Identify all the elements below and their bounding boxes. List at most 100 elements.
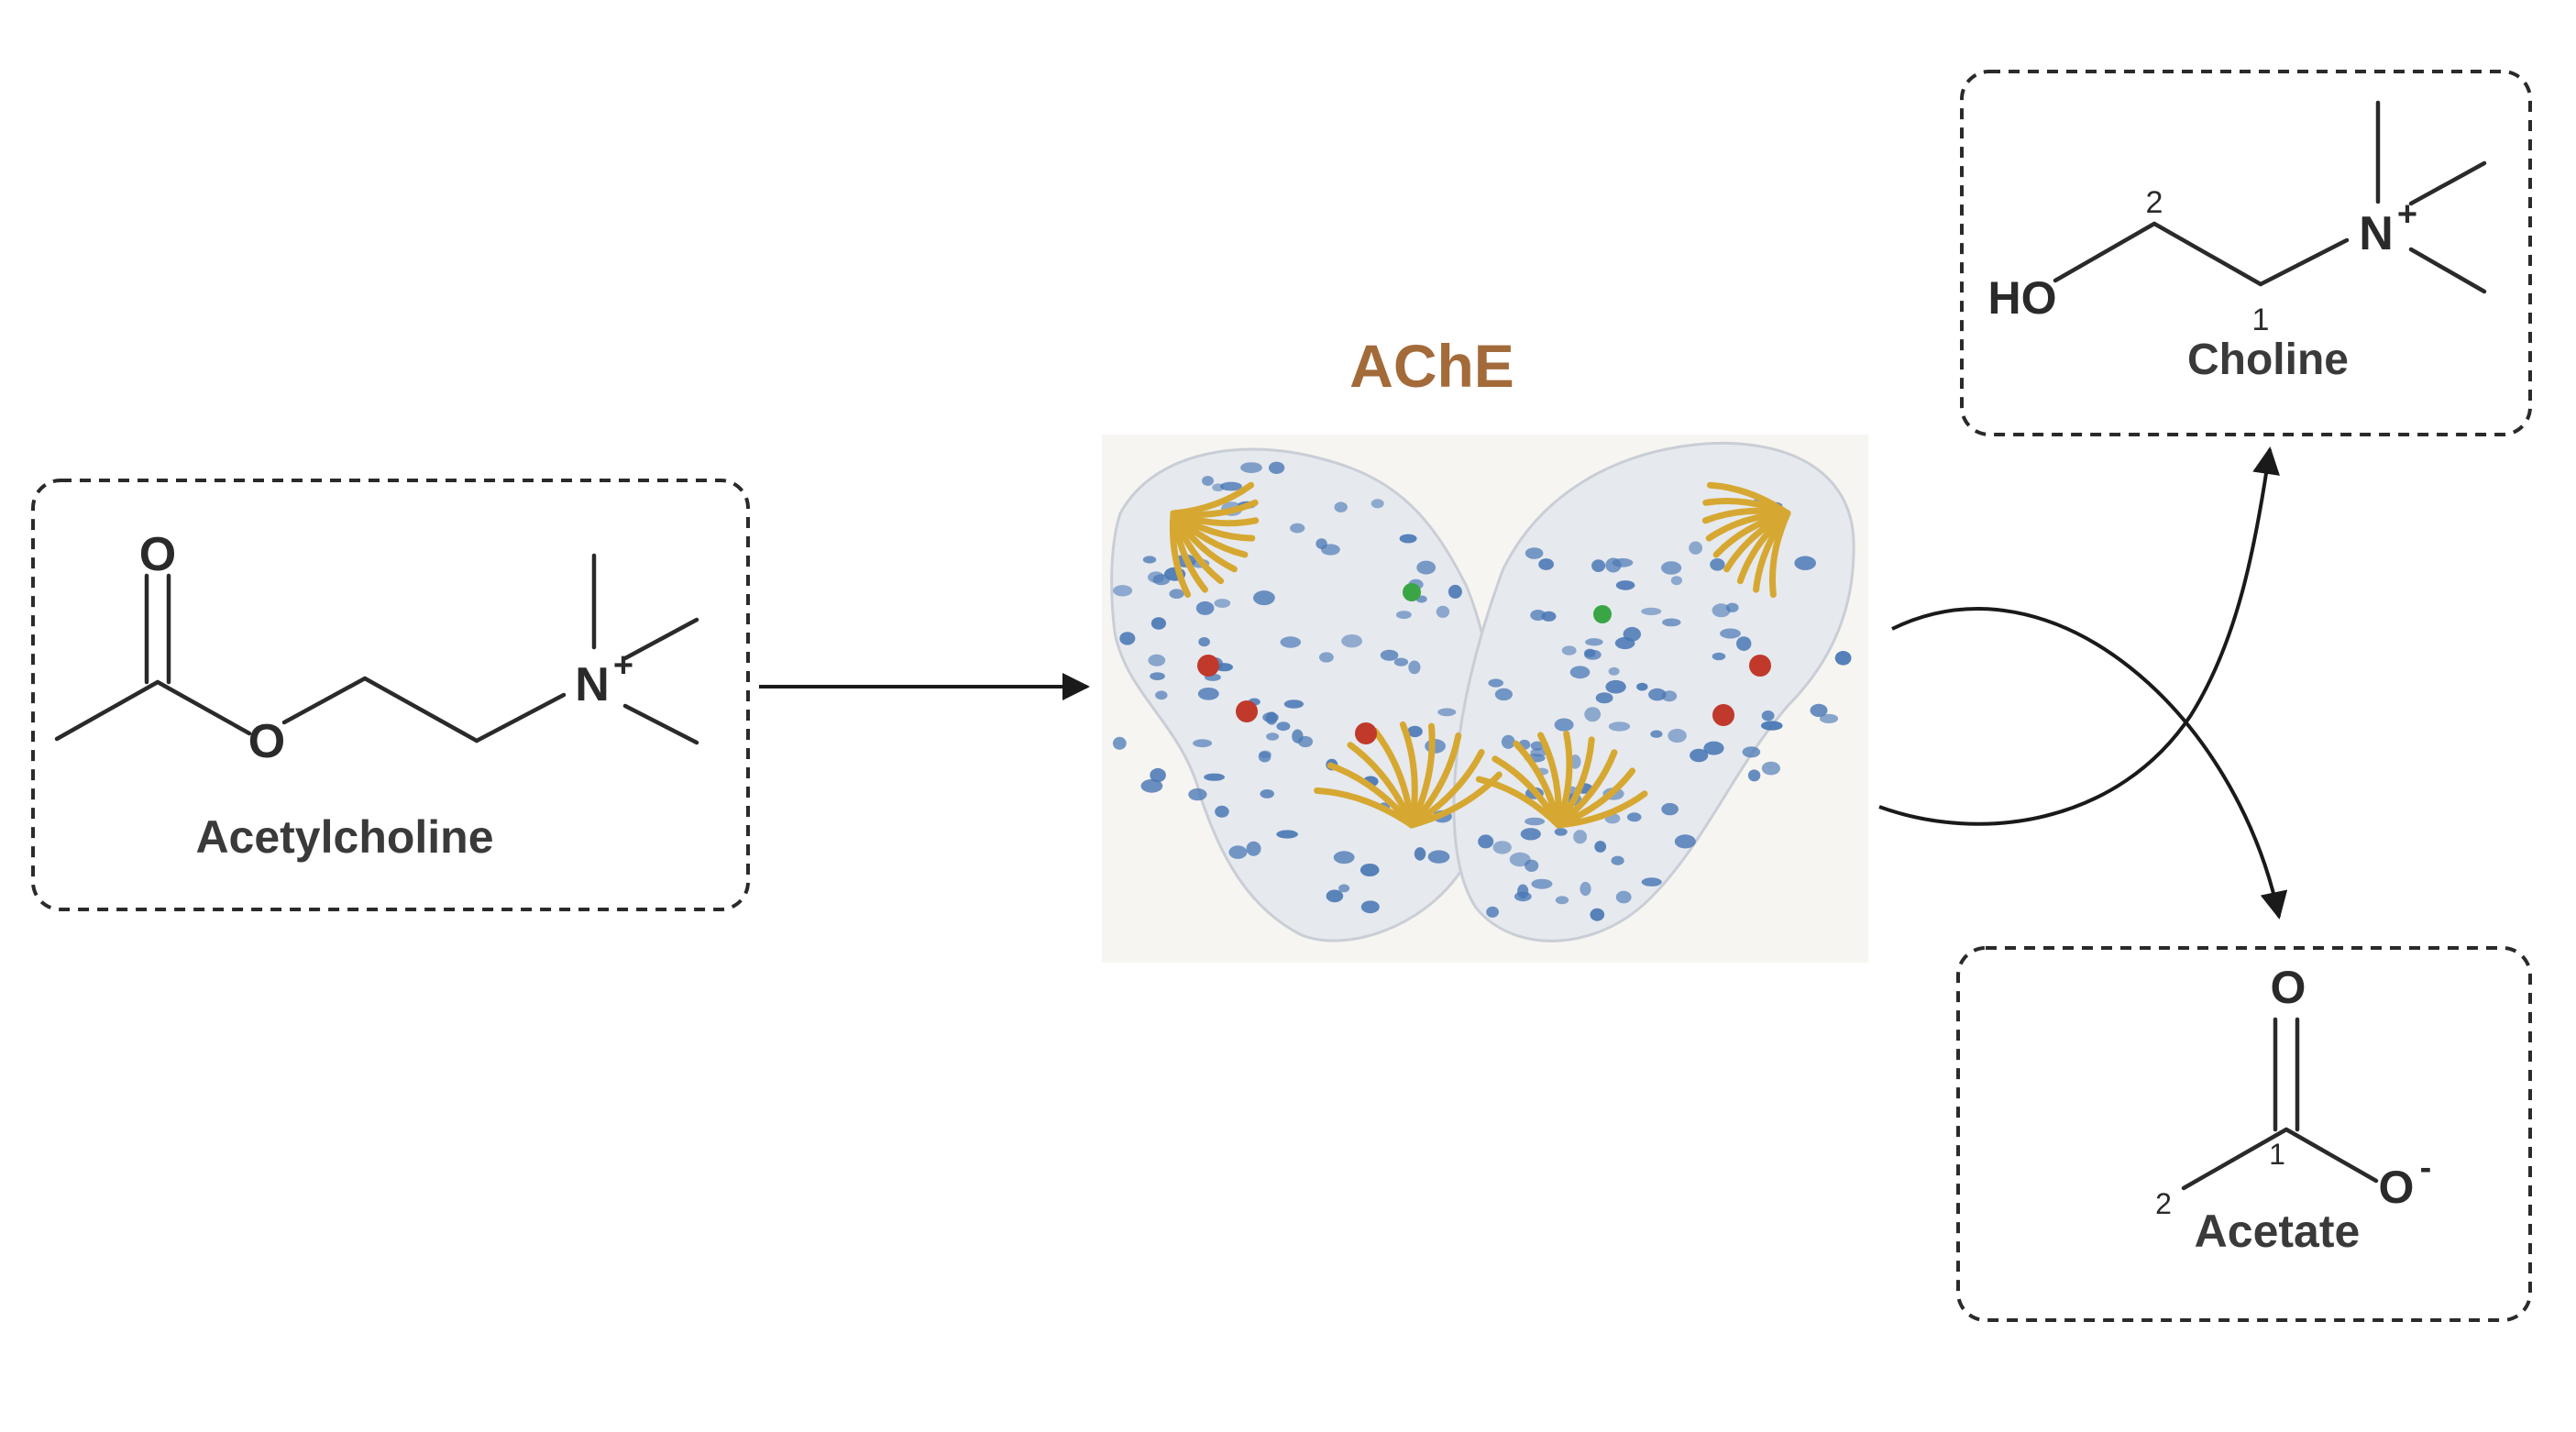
beta-sheet-strand — [1408, 732, 1462, 829]
alpha-helix-segment — [1670, 576, 1682, 586]
alpha-helix-segment — [1380, 649, 1399, 661]
acetylcholine-box — [31, 479, 750, 911]
alpha-helix-segment — [1338, 884, 1350, 893]
beta-sheet-strand — [1555, 790, 1648, 829]
bound-ligand — [1749, 655, 1771, 677]
alpha-helix-segment — [1517, 884, 1529, 899]
acetylcholine-ester-oxygen: O — [248, 715, 285, 768]
alpha-helix-segment — [1794, 556, 1816, 570]
alpha-helix-segment — [1113, 585, 1133, 597]
alpha-helix-segment — [1290, 523, 1305, 534]
alpha-helix-segment — [1538, 558, 1554, 570]
alpha-helix-segment — [1240, 462, 1262, 473]
alpha-helix-segment — [1554, 828, 1568, 836]
choline-charge: + — [2397, 195, 2417, 234]
acetate-charge: - — [2420, 1149, 2432, 1187]
alpha-helix-segment — [1611, 855, 1624, 865]
alpha-helix-segment — [1569, 666, 1591, 679]
alpha-helix-segment — [1333, 851, 1355, 865]
alpha-helix-segment — [1407, 725, 1423, 738]
alpha-helix-segment — [1204, 773, 1225, 781]
alpha-helix-segment — [1142, 556, 1157, 564]
alpha-helix-segment — [1674, 834, 1696, 849]
choline-carbon-1-number: 1 — [2252, 303, 2270, 337]
alpha-helix-segment — [1478, 834, 1494, 849]
alpha-helix-segment — [1492, 841, 1512, 854]
alpha-helix-segment — [1648, 688, 1667, 701]
alpha-helix-segment — [1720, 628, 1741, 639]
ache-label: AChE — [1349, 332, 1514, 400]
alpha-helix-segment — [1573, 830, 1587, 844]
choline-nitrogen: N — [2359, 207, 2394, 260]
alpha-helix-segment — [1530, 741, 1545, 751]
alpha-helix-segment — [1641, 877, 1662, 887]
alpha-helix-segment — [1393, 657, 1409, 666]
alpha-helix-segment — [1819, 713, 1839, 724]
alpha-helix-segment — [1280, 636, 1302, 648]
alpha-helix-segment — [1595, 692, 1613, 704]
choline-box — [1960, 70, 2532, 436]
alpha-helix-segment — [1712, 652, 1726, 661]
alpha-helix-segment — [1195, 600, 1215, 615]
choline-label: Choline — [2187, 336, 2349, 384]
acetylcholine-carbonyl-oxygen: O — [139, 528, 176, 581]
alpha-helix-segment — [1605, 557, 1622, 573]
alpha-helix-segment — [1268, 461, 1285, 474]
alpha-helix-segment — [1202, 476, 1214, 486]
beta-sheet-strand — [1408, 722, 1436, 829]
alpha-helix-segment — [1761, 761, 1780, 776]
alpha-helix-segment — [1494, 688, 1513, 701]
alpha-helix-segment — [1262, 712, 1279, 722]
beta-sheet-strand — [1169, 510, 1192, 599]
beta-sheet-strand — [1706, 481, 1791, 517]
acetate-label: Acetate — [2195, 1206, 2361, 1257]
alpha-helix-segment — [1594, 841, 1607, 853]
alpha-helix-segment — [1623, 626, 1642, 642]
acetate-anion-oxygen: O — [2379, 1162, 2415, 1213]
alpha-helix-segment — [1584, 648, 1596, 657]
alpha-helix-segment — [1590, 908, 1605, 921]
alpha-helix-segment — [1119, 632, 1136, 645]
alpha-helix-segment — [1531, 878, 1553, 889]
alpha-helix-segment — [1703, 741, 1724, 755]
alpha-helix-segment — [1246, 841, 1261, 856]
acetate-carbon-1-number: 1 — [2269, 1138, 2285, 1171]
alpha-helix-segment — [1326, 889, 1344, 903]
alpha-helix-segment — [1742, 746, 1761, 758]
alpha-helix-segment — [1214, 599, 1231, 608]
alpha-helix-segment — [1212, 483, 1225, 491]
alpha-helix-segment — [1148, 571, 1164, 583]
alpha-helix-segment — [1555, 896, 1569, 905]
alpha-helix-segment — [1193, 739, 1213, 748]
alpha-helix-segment — [1661, 802, 1679, 816]
alpha-helix-segment — [1736, 636, 1752, 651]
acetylcholine-nitrogen: N — [575, 658, 610, 711]
alpha-helix-segment — [1747, 769, 1761, 782]
acetate-structure: O O - 1 2 Acetate — [1956, 946, 2532, 1322]
alpha-helix-segment — [1259, 750, 1271, 758]
alpha-helix-segment — [1615, 580, 1635, 590]
alpha-helix-segment — [1689, 541, 1702, 555]
alpha-helix-segment — [1319, 652, 1334, 663]
bound-ligand — [1236, 700, 1258, 722]
alpha-helix-segment — [1615, 890, 1632, 904]
alpha-helix-segment — [1215, 805, 1229, 818]
acetate-box — [1956, 946, 2532, 1322]
alpha-helix-segment — [1150, 672, 1165, 680]
acetylcholine-structure: O O N + Acetylcholine — [31, 479, 750, 911]
bound-ligand — [1593, 605, 1612, 623]
alpha-helix-segment — [1297, 735, 1314, 748]
acetylcholine-charge: + — [613, 646, 633, 685]
alpha-helix-segment — [1554, 718, 1574, 732]
beta-sheet-strand — [1399, 721, 1418, 829]
ache-enzyme: AChE — [1102, 332, 1868, 963]
alpha-helix-segment — [1605, 679, 1626, 694]
alpha-helix-segment — [1266, 733, 1280, 741]
alpha-helix-segment — [1626, 812, 1642, 822]
alpha-helix-segment — [1561, 645, 1577, 655]
alpha-helix-segment — [1761, 721, 1783, 731]
alpha-helix-segment — [1408, 660, 1421, 675]
alpha-helix-segment — [1591, 559, 1606, 572]
alpha-helix-segment — [1584, 707, 1602, 722]
